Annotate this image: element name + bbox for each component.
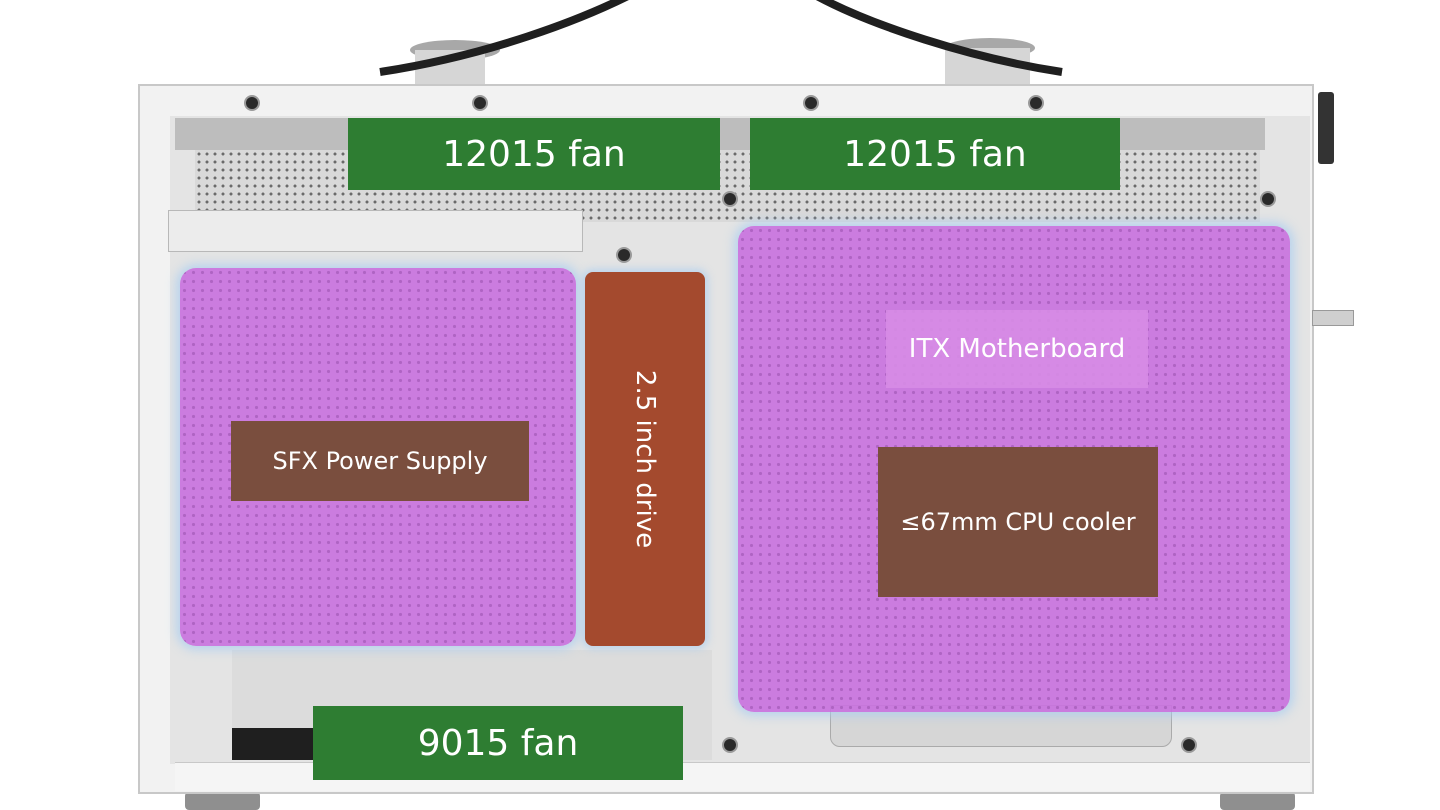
case-foot-right	[1220, 792, 1295, 810]
screw	[474, 97, 486, 109]
screw	[805, 97, 817, 109]
screw	[724, 739, 736, 751]
drive-zone	[585, 272, 705, 646]
fan-label-bottom: 9015 fan	[313, 706, 683, 780]
case-foot-left	[185, 792, 260, 810]
motherboard-label-backdrop	[886, 310, 1148, 388]
screw	[618, 249, 630, 261]
screw	[246, 97, 258, 109]
motherboard-label: ITX Motherboard	[908, 334, 1126, 364]
fan-label-top-right: 12015 fan	[750, 118, 1120, 190]
drive-label: 2.5 inch drive	[630, 369, 660, 549]
drive-label-wrap: 2.5 inch drive	[585, 272, 705, 646]
fan-label-top-left: 12015 fan	[348, 118, 720, 190]
screw	[1262, 193, 1274, 205]
carry-handle	[379, 0, 1063, 85]
side-bracket	[1312, 310, 1354, 326]
side-latch	[1318, 92, 1334, 164]
cpu-cooler-label: ≤67mm CPU cooler	[878, 447, 1158, 597]
screw	[1183, 739, 1195, 751]
bottom-dark-slot	[232, 728, 317, 760]
psu-bracket	[168, 210, 583, 252]
psu-label: SFX Power Supply	[231, 421, 529, 501]
screw	[724, 193, 736, 205]
screw	[1030, 97, 1042, 109]
motherboard-io-tray	[830, 705, 1172, 747]
